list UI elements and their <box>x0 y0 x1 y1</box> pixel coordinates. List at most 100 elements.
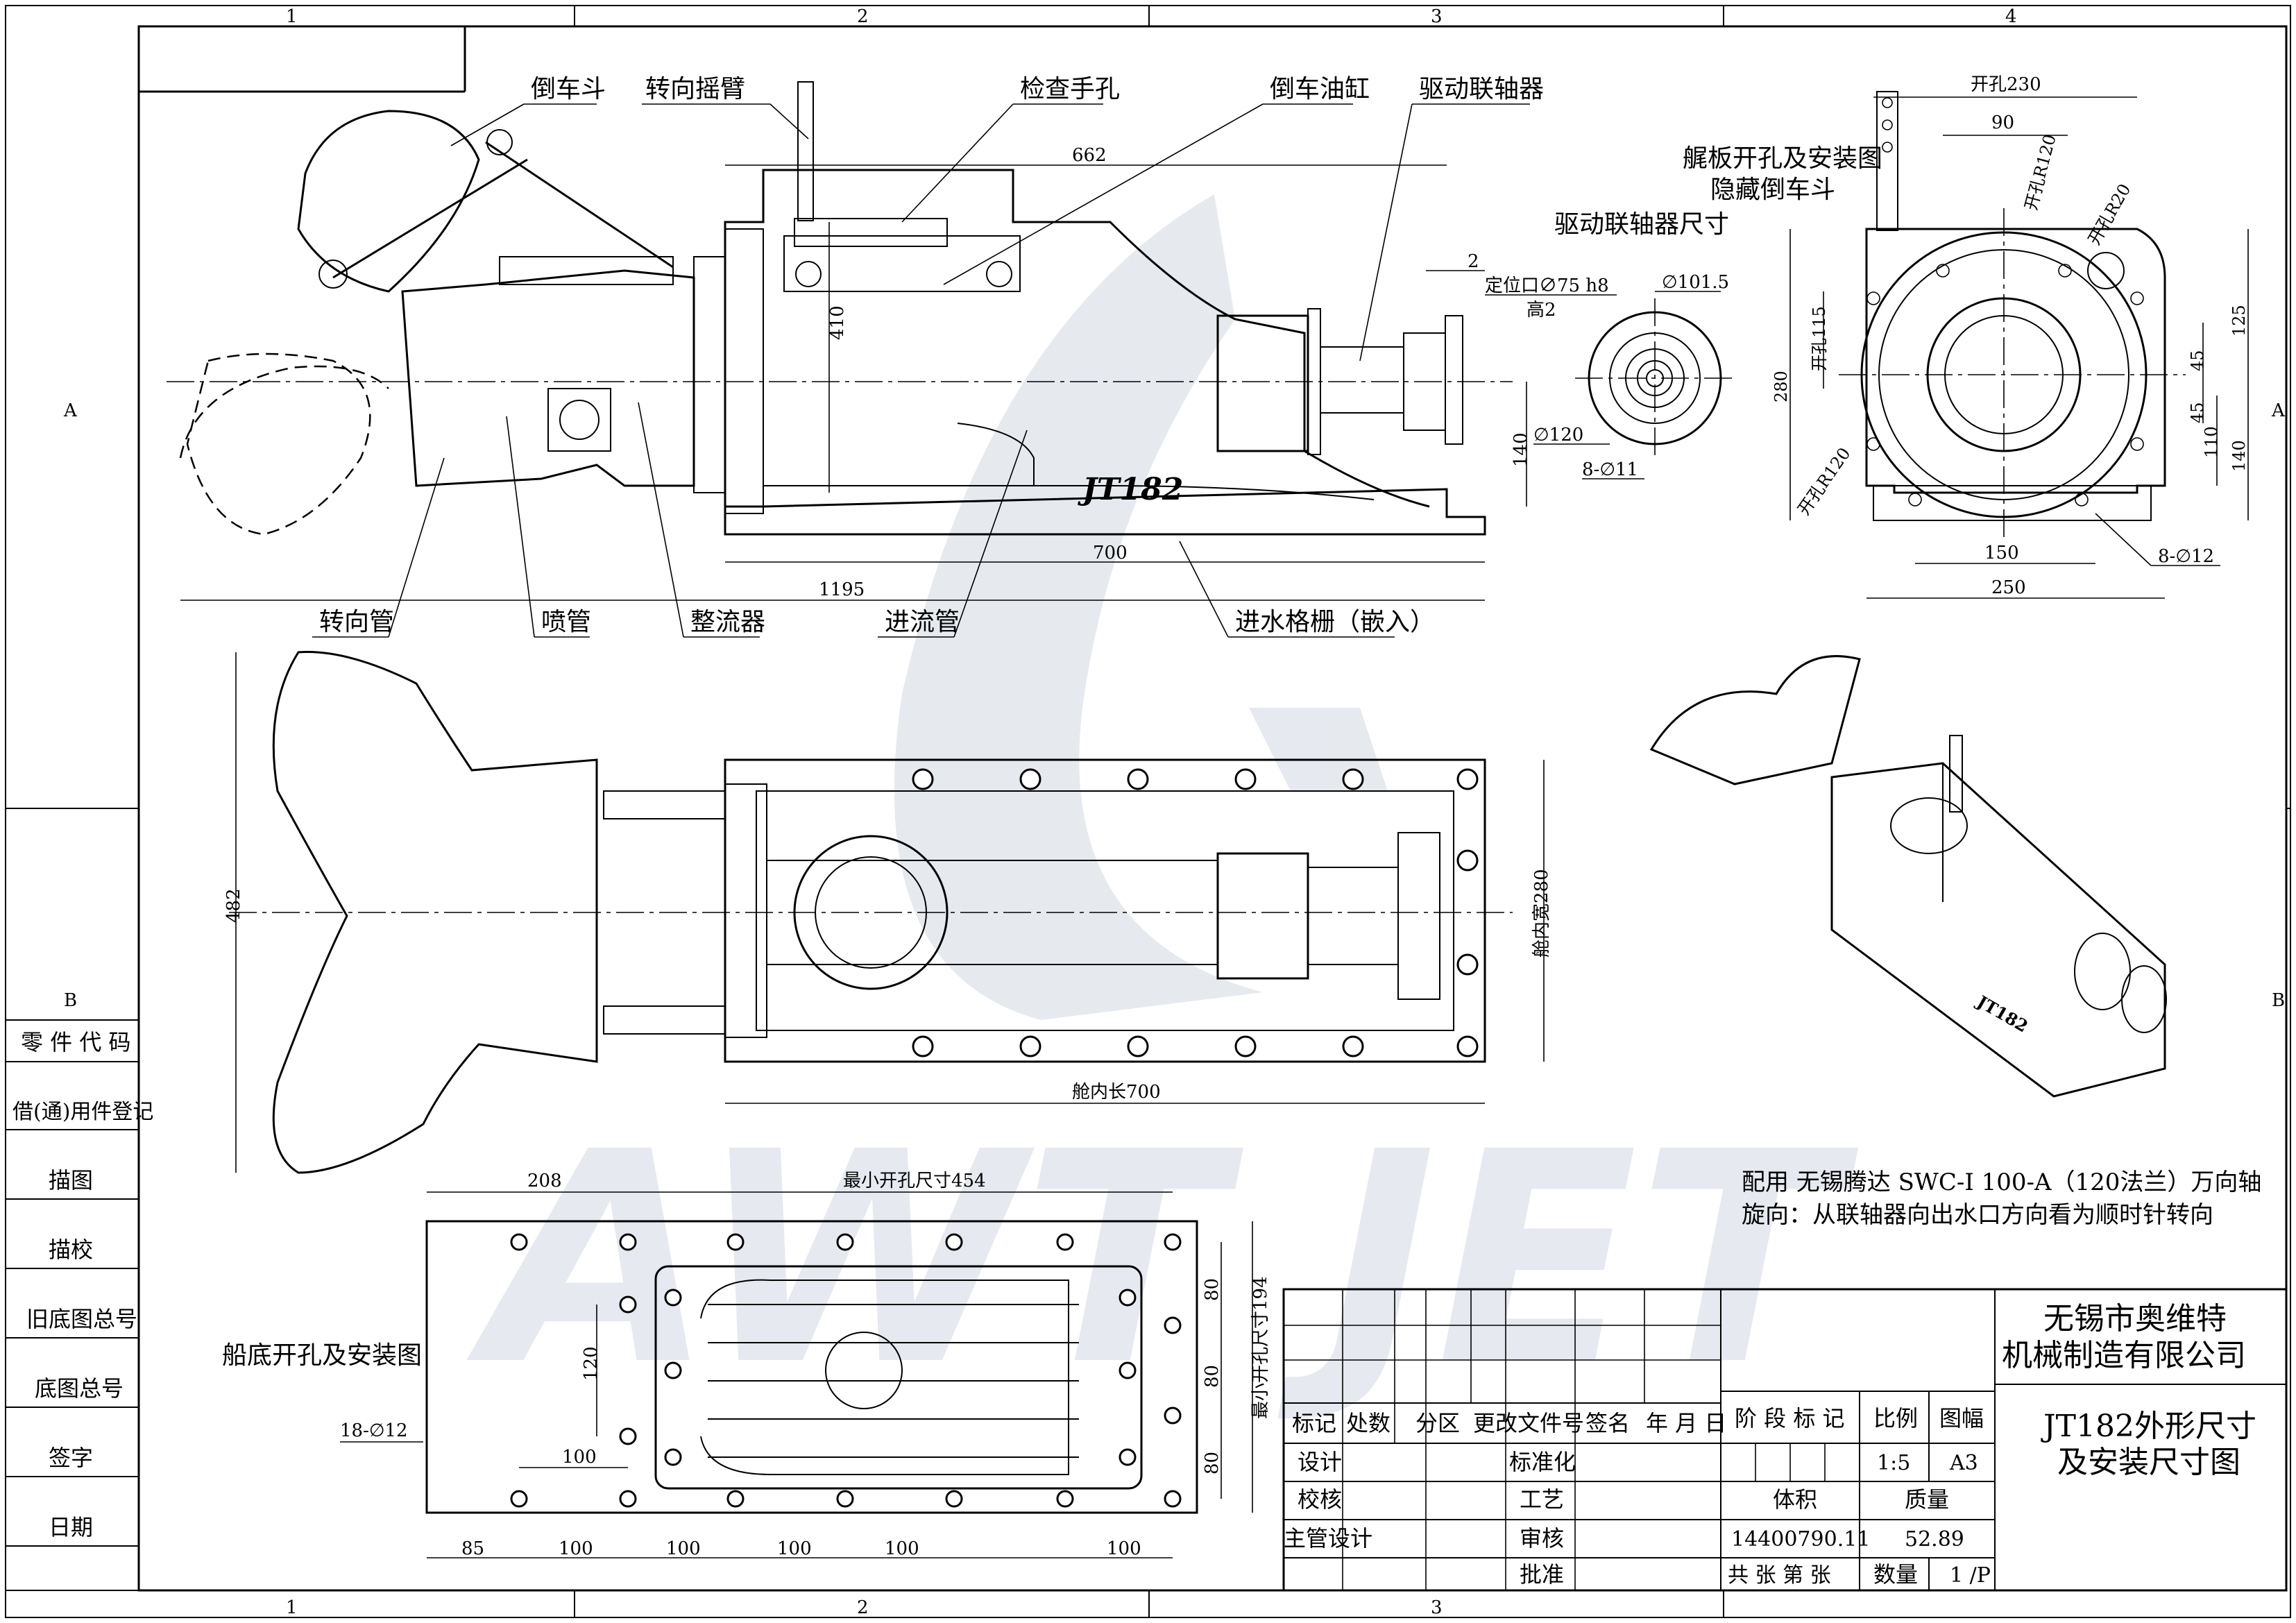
zone-left-B: B <box>64 990 77 1011</box>
callout-steering-rocker: 转向摇臂 <box>645 75 745 103</box>
rev-header-mark: 标记 <box>1292 1410 1336 1436</box>
drawing-title-1: JT182外形尺寸 <box>2041 1409 2256 1444</box>
sign-check: 校核 <box>1298 1486 1342 1513</box>
transom-dim-125: 125 <box>2229 305 2249 337</box>
callout-intake-grate: 进水格栅（嵌入） <box>1235 608 1435 636</box>
bottom-dim-85: 85 <box>461 1538 484 1559</box>
zone-bottom-1: 1 <box>286 1597 298 1618</box>
reg-tracing: 描图 <box>49 1167 93 1193</box>
coupling-detail: 驱动联轴器尺寸 定位口∅75 h8 高2 ∅101.5 ∅120 8-∅11 <box>1485 210 1735 480</box>
callout-steering-tube: 转向管 <box>319 608 394 636</box>
bottom-dim-min454: 最小开孔尺寸454 <box>843 1171 986 1191</box>
coupling-spigot: 定位口∅75 h8 <box>1485 275 1609 296</box>
scale-label: 比例 <box>1873 1405 1918 1431</box>
bottom-dim-100-2: 100 <box>666 1538 701 1559</box>
sign-standard: 标准化 <box>1509 1449 1576 1475</box>
transom-dim-150: 150 <box>1984 543 2019 563</box>
drawing-title-2: 及安装尺寸图 <box>2057 1445 2240 1480</box>
top-dim-length: 舱内长700 <box>1072 1082 1161 1103</box>
callout-inspection-hole: 检查手孔 <box>1020 75 1120 103</box>
transom-dim-open230: 开孔230 <box>1971 74 2041 95</box>
reg-base-no: 底图总号 <box>35 1375 124 1402</box>
transom-dim-open115: 开孔115 <box>1810 306 1829 371</box>
transom-dim-45b: 45 <box>2188 402 2207 423</box>
callout-drive-coupling: 驱动联轴器 <box>1419 75 1544 103</box>
transom-title-2: 隐藏倒车斗 <box>1710 176 1835 204</box>
reg-date: 日期 <box>49 1514 93 1540</box>
bottom-dim-100a: 100 <box>562 1447 597 1468</box>
transom-dim-r120a: 开孔R120 <box>2021 133 2060 212</box>
callout-intake-duct: 进流管 <box>885 608 960 636</box>
rev-header-doc: 更改文件号 <box>1473 1410 1584 1436</box>
bottom-dim-holes: 18-∅12 <box>340 1420 408 1441</box>
volume-label: 体积 <box>1773 1486 1817 1513</box>
revision-grid <box>1284 1289 1721 1590</box>
side-dim-140: 140 <box>1511 432 1531 467</box>
sheet-value: A3 <box>1949 1451 1978 1475</box>
transom-dim-45a: 45 <box>2188 350 2207 371</box>
callout-stator: 整流器 <box>690 608 765 636</box>
title-block: 标记 处数 分区 更改文件号 签名 年 月 日 设计 校核 主管设计 标准化 工… <box>1282 1288 2288 1592</box>
bottom-bolts <box>510 1233 1182 1508</box>
bottom-dim-208: 208 <box>527 1171 562 1191</box>
side-hull-label: JT182 <box>1078 472 1183 507</box>
notes: 配用 无锡腾达 SWC-I 100-A（120法兰）万向轴 旋向：从联轴器向出水… <box>1742 1169 2261 1229</box>
bottom-dim-100-5: 100 <box>1107 1538 1141 1559</box>
transom-dim-110: 110 <box>2202 426 2221 458</box>
side-view: JT182 662 410 140 2 700 1195 <box>167 75 1544 638</box>
mass-value: 52.89 <box>1905 1527 1964 1552</box>
left-registration-column: 零 件 代 码 借(通)用件登记 描图 描校 旧底图总号 底图总号 签字 日期 <box>5 1019 153 1591</box>
reg-trace-check: 描校 <box>49 1237 93 1263</box>
coupling-title: 驱动联轴器尺寸 <box>1554 210 1729 239</box>
note-1: 配用 无锡腾达 SWC-I 100-A（120法兰）万向轴 <box>1742 1169 2261 1196</box>
coupling-height: 高2 <box>1527 300 1556 321</box>
drawing-frame: 1 2 3 4 1 2 3 A B A B <box>5 5 2291 1618</box>
reg-old-base-no: 旧底图总号 <box>26 1306 137 1332</box>
side-dim-1195: 1195 <box>819 579 865 600</box>
stage-grid <box>1721 1289 1996 1590</box>
page-value: 1 /P <box>1950 1563 1991 1588</box>
transom-dim-90: 90 <box>1991 112 2014 133</box>
bottom-dim-120: 120 <box>581 1346 602 1381</box>
zone-top-3: 3 <box>1431 6 1443 27</box>
bottom-title: 船底开孔及安装图 <box>222 1341 422 1370</box>
mass-label: 质量 <box>1905 1486 1949 1513</box>
sign-process: 工艺 <box>1520 1486 1564 1513</box>
bottom-view: 船底开孔及安装图 208 <box>222 1171 1271 1559</box>
side-dim-662: 662 <box>1072 145 1107 166</box>
bottom-dim-100-3: 100 <box>777 1538 812 1559</box>
watermark-text: AWT JET <box>463 1090 1859 1429</box>
callout-reverse-bucket: 倒车斗 <box>531 75 606 103</box>
top-dim-width: 舱内宽280 <box>1531 869 1552 958</box>
transom-dim-r120b: 开孔R120 <box>1794 444 1854 519</box>
iso-hull-label: JT182 <box>1973 991 2032 1037</box>
watermark: AWT JET <box>463 194 1859 1429</box>
sheet-label: 图幅 <box>1939 1405 1984 1431</box>
coupling-outer: ∅120 <box>1533 425 1583 445</box>
transom-dim-140: 140 <box>2229 440 2249 472</box>
callout-nozzle: 喷管 <box>541 608 591 636</box>
transom-view: 艉板开孔及安装图 隐藏倒车斗 开孔230 90 开孔R120 开孔R20 开孔1… <box>1683 74 2249 599</box>
top-view-bolts <box>912 768 1479 1057</box>
bottom-dim-100-1: 100 <box>559 1538 593 1559</box>
stage-label: 阶 段 标 记 <box>1735 1405 1845 1431</box>
zone-right-B: B <box>2272 990 2285 1011</box>
sign-review: 审核 <box>1520 1525 1564 1552</box>
zone-bottom-2: 2 <box>857 1597 869 1618</box>
transom-dim-250: 250 <box>1991 577 2026 598</box>
note-2: 旋向：从联轴器向出水口方向看为顺时针转向 <box>1742 1201 2213 1229</box>
reg-signature: 签字 <box>49 1445 93 1471</box>
transom-dim-r20: 开孔R20 <box>2084 180 2135 248</box>
side-dim-2: 2 <box>1468 251 1479 272</box>
zone-bottom-3: 3 <box>1431 1597 1443 1618</box>
transom-dim-280: 280 <box>1771 371 1791 402</box>
top-view: 482 舱内宽280 舱内长700 <box>223 651 1552 1174</box>
reg-part-code: 零 件 代 码 <box>21 1029 131 1055</box>
company-line-1: 无锡市奥维特 <box>2043 1301 2227 1336</box>
transom-title-1: 艉板开孔及安装图 <box>1683 144 1882 173</box>
bottom-dim-80b: 80 <box>1202 1365 1223 1388</box>
volume-value: 14400790.11 <box>1731 1527 1870 1552</box>
zone-left-A: A <box>63 400 78 421</box>
callout-reverse-cylinder: 倒车油缸 <box>1270 75 1370 103</box>
